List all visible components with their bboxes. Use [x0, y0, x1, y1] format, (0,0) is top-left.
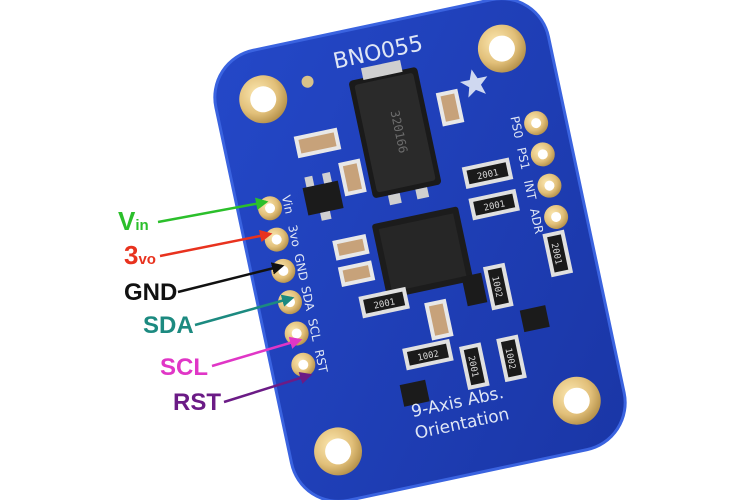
- pcb-board: BNO055 320166: [213, 0, 627, 500]
- resistor: 2001: [358, 286, 410, 319]
- resistor: 1002: [496, 334, 527, 383]
- mounting-holes: [239, 24, 601, 476]
- pin-labels: Vin 3vo GND SDA SCL RST: [118, 197, 313, 416]
- arrow-3vo: [159, 229, 273, 258]
- capacitors: [293, 88, 465, 341]
- resistor: 2001: [542, 229, 574, 278]
- arrow-rst: [223, 372, 313, 404]
- right-header-pads: [524, 111, 569, 229]
- pin-label-rst: RST: [173, 372, 313, 416]
- arrow-gnd: [177, 262, 285, 294]
- svg-text:INT: INT: [521, 179, 539, 202]
- resistor: 1002: [482, 262, 514, 311]
- resistor: 2001: [461, 157, 514, 190]
- svg-text:Vin: Vin: [118, 206, 149, 236]
- pin-label-3vo: 3vo: [124, 229, 273, 270]
- left-header-silkscreen: Vin 3vo GND SDA SCL RST: [279, 194, 330, 375]
- svg-text:PS0: PS0: [507, 115, 525, 140]
- svg-text:3vo: 3vo: [124, 240, 156, 270]
- resistor: 2001: [468, 188, 520, 221]
- svg-text:RST: RST: [173, 389, 221, 416]
- right-header-silkscreen: PS0 PS1 INT ADR: [507, 115, 546, 235]
- svg-text:1002: 1002: [502, 347, 516, 370]
- svg-text:SCL: SCL: [160, 354, 208, 381]
- pin-label-scl: SCL: [160, 336, 303, 381]
- transistors-bottom: [399, 272, 550, 407]
- adafruit-star-logo: [459, 69, 488, 98]
- svg-text:2001: 2001: [465, 355, 479, 378]
- transistor-top-left: [302, 172, 344, 221]
- svg-text:SDA: SDA: [298, 285, 317, 313]
- arrow-sda: [194, 294, 295, 327]
- svg-text:PS1: PS1: [514, 146, 532, 171]
- svg-text:GND: GND: [291, 252, 310, 282]
- svg-text:GND: GND: [124, 279, 177, 306]
- arrow-scl: [211, 336, 303, 368]
- svg-text:1002: 1002: [489, 275, 503, 298]
- pin-label-vin: Vin: [118, 197, 269, 236]
- fiducial-dot: [301, 75, 314, 88]
- svg-text:2001: 2001: [476, 168, 499, 182]
- svg-text:Vin: Vin: [279, 194, 297, 215]
- svg-text:SCL: SCL: [305, 317, 323, 342]
- resistor: 2001: [459, 342, 490, 391]
- resistor: 1002: [402, 338, 454, 371]
- pin-label-gnd: GND: [124, 262, 285, 306]
- svg-text:2001: 2001: [483, 199, 506, 213]
- svg-text:3vo: 3vo: [285, 224, 303, 249]
- pin-label-sda: SDA: [143, 294, 295, 339]
- bno055-sensor-chip: [372, 206, 473, 299]
- svg-text:ADR: ADR: [527, 207, 546, 235]
- svg-text:RST: RST: [312, 348, 331, 374]
- regulator-chip: 320166: [349, 59, 442, 206]
- svg-text:SDA: SDA: [143, 312, 194, 339]
- svg-text:2001: 2001: [549, 242, 563, 265]
- svg-text:1002: 1002: [417, 349, 440, 363]
- arrow-vin: [157, 197, 269, 224]
- resistors: 2001 2001 2001 1002 1002 1002: [358, 157, 574, 391]
- svg-text:2001: 2001: [373, 297, 396, 311]
